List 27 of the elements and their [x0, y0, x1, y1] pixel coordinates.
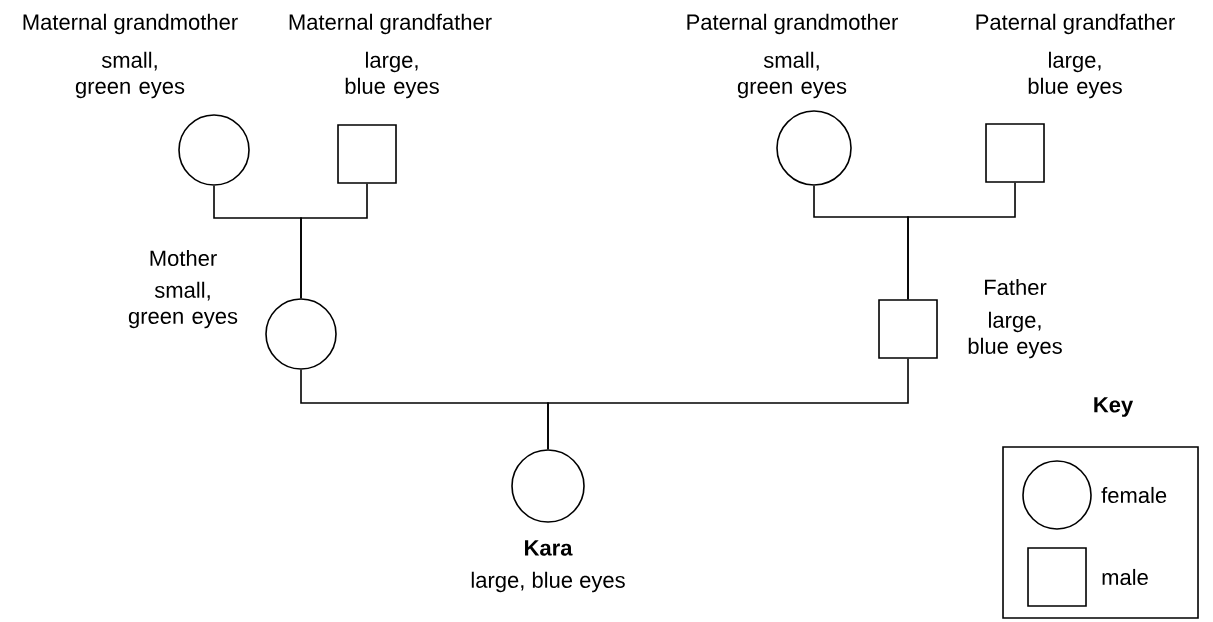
person-name: Paternal grandfather: [976, 13, 1175, 35]
trait-text: small, green eyes: [737, 51, 847, 99]
trait-text: large, blue eyes: [471, 571, 625, 593]
pedigree-line: [300, 183, 368, 299]
person-name: Maternal grandmother: [23, 13, 238, 35]
pedigree-line: [547, 358, 909, 450]
person-name: Maternal grandfather: [289, 13, 492, 35]
female-circle: [511, 449, 585, 523]
trait-text: small, green eyes: [75, 51, 185, 99]
person-name: Paternal grandmother: [687, 13, 898, 35]
female-circle: [265, 298, 337, 370]
male-square: [337, 124, 397, 184]
person-name: Father: [985, 278, 1047, 296]
trait-text: large, blue eyes: [968, 311, 1062, 359]
pedigree-line: [907, 182, 1016, 300]
person-name: Mother: [150, 249, 217, 267]
trait-text: small, green eyes: [128, 281, 238, 329]
male-square: [878, 299, 938, 359]
male-square: [985, 123, 1045, 183]
trait-text: large, blue eyes: [345, 51, 439, 99]
trait-text: large, blue eyes: [1028, 51, 1122, 99]
person-name: Kara: [525, 540, 573, 556]
legend-text: male: [1102, 568, 1148, 586]
key-title: Key: [1094, 397, 1134, 417]
female-circle: [178, 114, 250, 186]
legend-text: female: [1101, 486, 1167, 504]
female-circle: [776, 110, 852, 186]
